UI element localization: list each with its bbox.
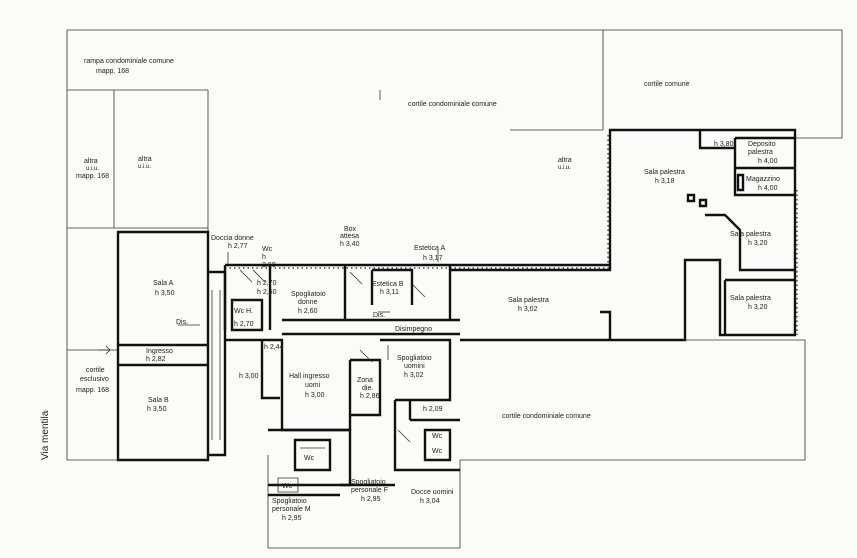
- cortile-bottom: cortile condominiale comune: [502, 413, 591, 420]
- magazzino-h: h 4,00: [758, 185, 778, 192]
- sala-palestra-right-h: h 3,20: [748, 240, 768, 247]
- spogliatoio-m-2: personale M: [272, 506, 311, 513]
- sala-palestra-center-name: Sala palestra: [508, 297, 549, 304]
- hall-h: h 3,00: [305, 392, 325, 399]
- sala-palestra-center-h: h 3,02: [518, 306, 538, 313]
- sala-b-name: Sala B: [148, 397, 169, 404]
- wc-bottom-left: Wc: [304, 455, 315, 462]
- altra-mid-1: altra: [138, 156, 152, 163]
- disimpegno: Disimpegno: [395, 326, 432, 333]
- cortile-top-right: cortile comune: [644, 81, 690, 88]
- wc-top-name: Wc: [262, 246, 273, 253]
- ingresso-name: Ingresso: [146, 348, 173, 355]
- hall-name2: uomi: [305, 382, 321, 389]
- wc-h-h: h 2,70: [234, 321, 254, 328]
- estetica-b-name: Estetica B: [372, 281, 404, 288]
- spogliatoio-m-h: h 2,95: [282, 515, 302, 522]
- sala-palestra-right2-h: h 3,20: [748, 304, 768, 311]
- wc-right-a: Wc: [432, 433, 443, 440]
- wc-bottom-left2: Wc: [282, 483, 293, 490]
- spogliatoio-donne-1: Spogliatoio: [291, 291, 326, 298]
- sala-a-h: h 3,50: [155, 290, 175, 297]
- spogliatoio-donne-h: h 2,60: [298, 308, 318, 315]
- spogliatoio-uomini-1: Spogliatoio: [397, 355, 432, 362]
- dis-center: Dis.: [373, 312, 385, 319]
- spogliatoio-donne-2: donne: [298, 299, 318, 306]
- h-2-70-top: h 2,70: [257, 280, 277, 287]
- doccia-donne-name: Doccia donne: [211, 235, 254, 242]
- altra-mid-2: u.i.u.: [138, 164, 151, 170]
- h-3-80: h 3,80: [714, 141, 734, 148]
- wc-h-name: Wc H.: [234, 308, 253, 315]
- deposito-2: palestra: [748, 149, 773, 156]
- h-2-09: h 2,09: [423, 406, 443, 413]
- cortile-top-center: cortile condominiale comune: [408, 101, 497, 108]
- altra-left-2: u.i.u.: [86, 166, 99, 172]
- altra-left-3: mapp. 168: [76, 173, 109, 180]
- spogliatoio-m-1: Spogliatoio: [272, 498, 307, 505]
- wc-top-h: h: [262, 254, 266, 261]
- box-attesa-h: h 3,40: [340, 241, 360, 248]
- deposito-1: Deposito: [748, 141, 776, 148]
- deposito-h: h 4,00: [758, 158, 778, 165]
- spogliatoio-uomini-h: h 3,02: [404, 372, 424, 379]
- zona-die-1: Zona: [357, 377, 373, 384]
- ingresso-h: h 2,82: [146, 356, 166, 363]
- cortile-esclusivo-1: cortile: [86, 367, 105, 374]
- cortile-esclusivo-2: esclusivo: [80, 376, 109, 383]
- doccia-donne-h: h 2,77: [228, 243, 248, 250]
- altra-left-1: altra: [84, 158, 98, 165]
- sala-palestra-top-name: Sala palestra: [644, 169, 685, 176]
- spogliatoio-f-1: Spogliatoio: [351, 479, 386, 486]
- cortile-esclusivo-3: mapp. 168: [76, 387, 109, 394]
- estetica-a-name: Estetica A: [414, 245, 445, 252]
- spogliatoio-uomini-2: uomini: [404, 363, 425, 370]
- h-2-44: h 2,44: [264, 344, 284, 351]
- sala-a-name: Sala A: [153, 280, 174, 287]
- spogliatoio-f-2: personale F: [351, 487, 388, 494]
- zona-die-h: h 2,86: [360, 393, 380, 400]
- rampa-mapp: mapp. 168: [96, 68, 129, 75]
- room-labels: Sala A h 3,50 Sala B h 3,50 Ingresso h 2…: [146, 141, 780, 522]
- h-2-50: h 2,50: [257, 289, 277, 296]
- zona-die-2: die.: [362, 385, 373, 392]
- street-name: Via mentila: [40, 410, 51, 460]
- hall-name: Hall ingresso: [289, 373, 330, 380]
- h-3-00: h 3,00: [239, 373, 259, 380]
- dis-left: Dis.: [176, 319, 188, 326]
- docce-uomini-name: Docce uomini: [411, 489, 454, 496]
- wc-right-b: Wc: [432, 448, 443, 455]
- box-attesa-1: Box: [344, 226, 357, 233]
- rampa-label: rampa condominiale comune: [84, 58, 174, 65]
- sala-palestra-right-name: Sala palestra: [730, 231, 771, 238]
- estetica-b-h: h 3,11: [380, 289, 399, 296]
- wc-top-h2: 2,60: [262, 262, 276, 269]
- sala-palestra-top-h: h 3,18: [655, 178, 675, 185]
- sala-b-h: h 3,50: [147, 406, 167, 413]
- area-labels: rampa condominiale comune mapp. 168 cort…: [76, 58, 690, 420]
- box-attesa-2: attesa: [340, 233, 359, 240]
- estetica-a-h: h 3,17: [423, 255, 443, 262]
- spogliatoio-f-h: h 2,95: [361, 496, 381, 503]
- building-walls: [98, 128, 798, 497]
- altra-center-1: altra: [558, 157, 572, 164]
- magazzino-name: Magazzino: [746, 176, 780, 183]
- docce-uomini-h: h 3,04: [420, 498, 440, 505]
- street-label: Via mentila: [40, 410, 51, 460]
- sala-palestra-right2-name: Sala palestra: [730, 295, 771, 302]
- altra-center-2: u.i.u.: [558, 165, 571, 171]
